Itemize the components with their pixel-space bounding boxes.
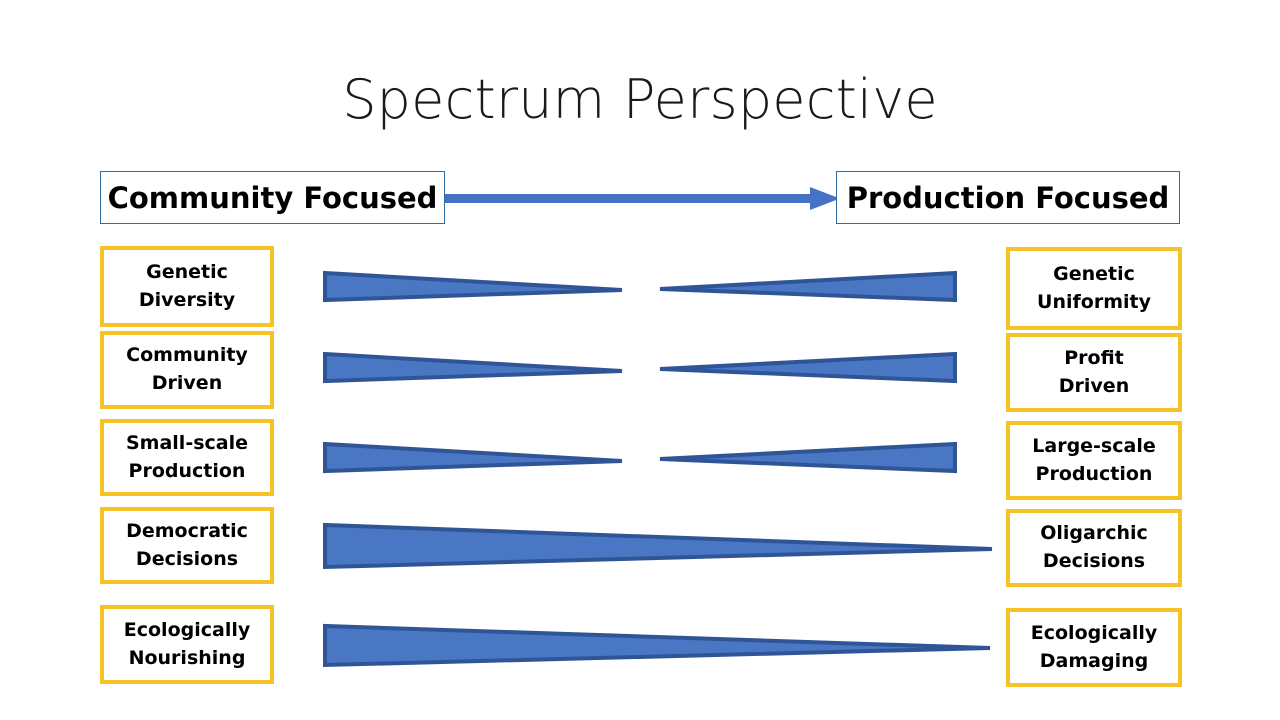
end-box-right-row-1-line2: Uniformity <box>1037 290 1151 313</box>
end-box-left-row-5: Ecologically Nourishing <box>100 605 274 684</box>
end-box-right-row-3: Large-scale Production <box>1006 421 1182 500</box>
spectrum-arrow <box>444 185 840 211</box>
wedge-single-row-5 <box>323 623 991 668</box>
arrow-right-icon <box>444 187 840 210</box>
wedge-left-row-1 <box>323 270 623 303</box>
end-box-right-row-1-line1: Genetic <box>1053 262 1135 285</box>
wedge-single-row-4 <box>323 522 993 570</box>
wedge-pair-row-4 <box>323 522 993 570</box>
end-box-left-row-3-line2: Production <box>128 459 246 482</box>
wedge-pair-row-1 <box>323 270 957 303</box>
wedge-right-row-3 <box>659 441 957 474</box>
end-box-left-row-5-line1: Ecologically <box>123 618 251 641</box>
end-box-left-row-3: Small-scale Production <box>100 419 274 496</box>
wedge-pair-row-5 <box>323 623 991 668</box>
end-box-right-row-4-line2: Decisions <box>1042 550 1146 572</box>
end-box-right-row-2-line2: Driven <box>1058 374 1130 397</box>
end-box-right-row-2-line1: Profit <box>1064 346 1124 369</box>
wedge-pair-row-2 <box>323 351 957 384</box>
end-box-right-row-5: Ecologically Damaging <box>1006 608 1182 687</box>
end-box-right-row-5-line2: Damaging <box>1039 649 1149 672</box>
end-box-right-row-1: Genetic Uniformity <box>1006 247 1182 330</box>
wedge-pair-row-3 <box>323 441 957 474</box>
end-box-left-row-4-line1: Democratic <box>126 519 248 542</box>
wedge-left-row-2 <box>323 351 623 384</box>
end-box-right-row-4-line1: Oligarchic <box>1040 522 1148 545</box>
end-box-right-row-4: Oligarchic Decisions <box>1006 509 1182 587</box>
pole-left-label: Community Focused <box>107 180 438 215</box>
end-box-left-row-5-line2: Nourishing <box>128 646 246 669</box>
end-box-left-row-1-line1: Genetic <box>146 260 228 283</box>
end-box-right-row-3-line1: Large-scale <box>1032 434 1156 457</box>
end-box-left-row-2-line2: Driven <box>151 372 223 394</box>
end-box-left-row-2-line1: Community <box>126 344 248 367</box>
end-box-left-row-1-line2: Diversity <box>138 288 236 311</box>
end-box-left-row-2: Community Driven <box>100 331 274 409</box>
wedge-right-row-1 <box>659 270 957 303</box>
end-box-right-row-2: Profit Driven <box>1006 333 1182 412</box>
pole-box-production-focused: Production Focused <box>836 171 1180 224</box>
end-box-left-row-3-line1: Small-scale <box>125 431 248 454</box>
end-box-left-row-4: Democratic Decisions <box>100 507 274 584</box>
end-box-left-row-4-line2: Decisions <box>135 547 239 570</box>
wedge-right-row-2 <box>659 351 957 384</box>
end-box-left-row-1: Genetic Diversity <box>100 246 274 327</box>
pole-box-community-focused: Community Focused <box>100 171 445 224</box>
end-box-right-row-5-line1: Ecologically <box>1030 621 1158 644</box>
pole-right-label: Production Focused <box>846 180 1170 215</box>
wedge-left-row-3 <box>323 441 623 474</box>
page-title: Spectrum Perspective <box>342 68 938 131</box>
end-box-right-row-3-line2: Production <box>1035 462 1153 485</box>
